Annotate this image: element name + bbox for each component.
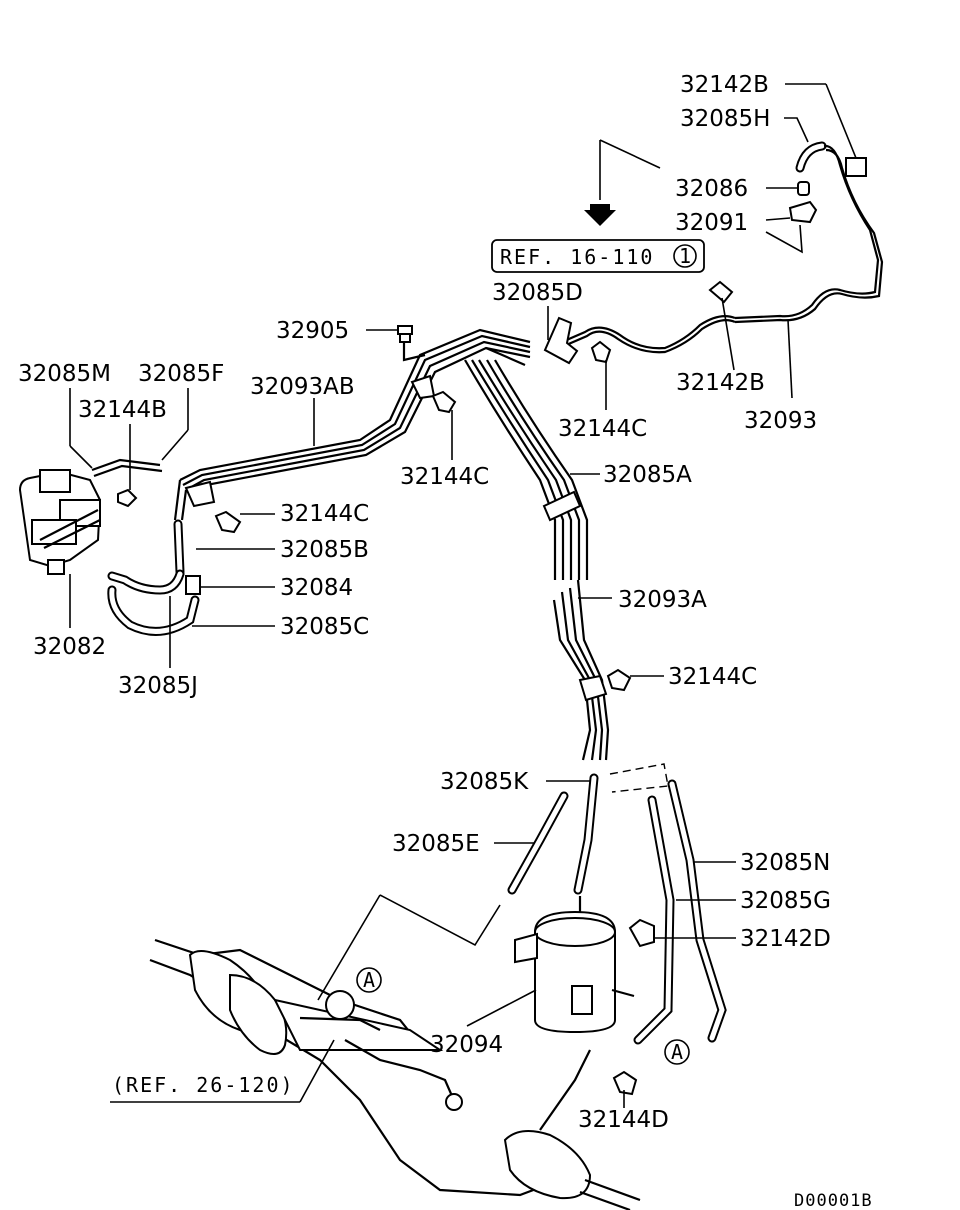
bolt-32144C-lower [606, 668, 632, 692]
label-32094: 32094 [430, 1032, 503, 1058]
ref-bottom-text: (REF. 26-120) [112, 1073, 295, 1097]
leader [299, 1039, 335, 1103]
label-32905: 32905 [276, 318, 349, 344]
label-32084: 32084 [280, 575, 353, 601]
bracket-32085D [543, 316, 579, 365]
label-32142B-mid: 32142B [676, 370, 765, 396]
label-32093: 32093 [744, 408, 817, 434]
leader [825, 83, 857, 159]
leader [765, 217, 791, 221]
hose-group-left [107, 519, 201, 636]
label-32082: 32082 [33, 634, 106, 660]
label-32085F: 32085F [138, 361, 224, 387]
leader [379, 894, 501, 947]
canister-32094 [514, 896, 635, 1034]
leader [69, 445, 93, 469]
label-32085C: 32085C [280, 614, 369, 640]
label-32085M: 32085M [18, 361, 111, 387]
bolt-32144B [117, 488, 138, 508]
pipe-bundle-32085A [464, 359, 589, 580]
down-arrow-icon [584, 204, 616, 226]
marker-a2: A [671, 1040, 685, 1064]
label-32142D: 32142D [740, 926, 831, 952]
hose-32085E [507, 791, 569, 895]
label-32085B: 32085B [280, 537, 369, 563]
tube-32093 [554, 315, 736, 354]
pipe-bundle-32093A [552, 579, 610, 761]
label-32085J: 32085J [118, 673, 198, 699]
clip-32142B [708, 280, 734, 304]
leader [599, 139, 661, 169]
hose-32085K [573, 773, 599, 895]
drawing-code: D00001B [794, 1191, 873, 1210]
leader [787, 319, 793, 399]
marker-a2-circle [664, 1039, 690, 1065]
label-32144C-a: 32144C [558, 416, 647, 442]
leader [317, 894, 381, 1001]
label-32144B: 32144B [78, 397, 167, 423]
label-32085H: 32085H [680, 106, 770, 132]
ref-top-text: REF. 16-110 [500, 245, 654, 269]
marker-a-circle [356, 967, 382, 993]
label-32144C-c: 32144C [280, 501, 369, 527]
label-32144C-d: 32144C [668, 664, 757, 690]
bolt-32144C [590, 340, 612, 364]
label-32142B-top: 32142B [680, 72, 769, 98]
fitting-32905 [397, 325, 413, 335]
label-32093AB: 32093AB [250, 374, 355, 400]
label-32085A: 32085A [603, 462, 692, 488]
hose-32085H-group [734, 141, 884, 324]
ref-circle [673, 244, 697, 268]
label-32091: 32091 [675, 210, 748, 236]
label-32086: 32086 [675, 176, 748, 202]
label-32085D: 32085D [492, 280, 583, 306]
leader [161, 429, 189, 461]
bolt-32144C-left [214, 510, 242, 534]
leader [466, 989, 537, 1027]
hose-32085N-G [633, 779, 727, 1045]
clip-32142D [628, 918, 655, 948]
leader [765, 224, 803, 254]
marker-a: A [363, 968, 377, 992]
label-32144C-b: 32144C [400, 464, 489, 490]
ref-box-top [491, 239, 705, 273]
bolt-32144D [612, 1070, 638, 1096]
valve-assembly-32082 [18, 458, 163, 575]
label-32085K: 32085K [440, 769, 529, 795]
ref-top-number: 1 [679, 244, 693, 268]
transmission-assembly [149, 938, 641, 1210]
label-32085E: 32085E [392, 831, 480, 857]
bolt-32144C-mid [431, 390, 457, 414]
label-32144D: 32144D [578, 1107, 669, 1133]
label-32085G: 32085G [740, 888, 831, 914]
leader [784, 117, 809, 143]
label-32093A: 32093A [618, 587, 707, 613]
label-32085N: 32085N [740, 850, 830, 876]
leader [721, 297, 735, 371]
